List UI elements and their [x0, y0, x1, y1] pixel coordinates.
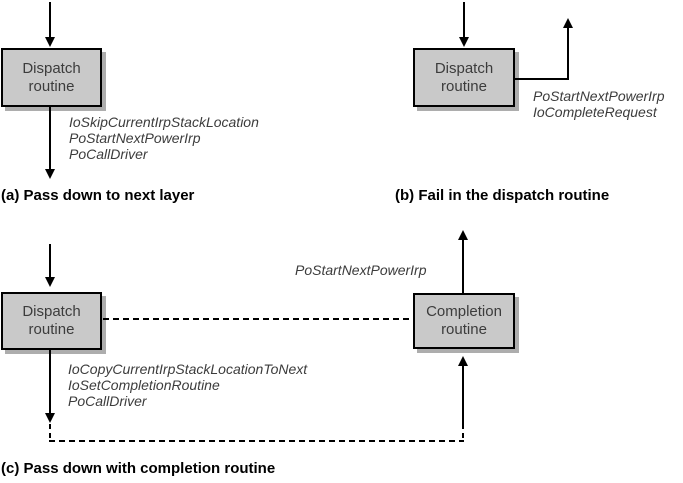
panel-c-into-completion-arrowhead-icon [458, 356, 468, 366]
code-line: IoCompleteRequest [533, 104, 657, 120]
panel-c-completion-routine-box: Completion routine [413, 293, 515, 349]
panel-b-caption: (b) Fail in the dispatch routine [395, 187, 610, 204]
panel-a-dispatch-routine-label: Dispatch routine [22, 60, 80, 96]
panel-c-into-completion-arrow-line [462, 366, 464, 425]
box-label-line: routine [441, 77, 487, 95]
code-line: PoCallDriver [69, 146, 148, 162]
box-label-line: Dispatch [22, 59, 81, 77]
panel-c-outgoing-arrowhead-icon [45, 413, 55, 423]
code-line: IoSetCompletionRoutine [68, 377, 220, 393]
code-line: PoCallDriver [68, 393, 147, 409]
panel-b-dispatch-routine-label: Dispatch routine [435, 60, 493, 96]
panel-c-dashed-return-path-left-stub [49, 424, 51, 440]
panel-c-dispatch-routine-label: Dispatch routine [22, 303, 80, 339]
panel-a-call-list: IoSkipCurrentIrpStackLocation PoStartNex… [69, 114, 259, 162]
panel-b-return-arrowhead-icon [563, 18, 573, 28]
panel-c-return-call-label: PoStartNextPowerIrp [295, 262, 427, 278]
box-label-line: Completion [426, 303, 502, 320]
panel-c-caption: (c) Pass down with completion routine [1, 460, 276, 477]
panel-c-completion-routine-label: Completion routine [426, 303, 502, 339]
box-label-line: routine [441, 321, 487, 338]
panel-c-incoming-arrow-line [49, 244, 51, 277]
code-line: PoStartNextPowerIrp [69, 130, 201, 146]
panel-b-incoming-arrow-line [463, 2, 465, 37]
panel-b-return-arrow-vertical-line [567, 28, 569, 80]
panel-a-dispatch-routine-box: Dispatch routine [1, 48, 102, 107]
panel-c-incoming-arrowhead-icon [45, 277, 55, 287]
panel-c-call-list: IoCopyCurrentIrpStackLocationToNext IoSe… [68, 361, 307, 409]
panel-a-caption: (a) Pass down to next layer [1, 187, 195, 204]
panel-b-dispatch-routine-box: Dispatch routine [413, 48, 515, 107]
panel-b-return-arrow-horizontal-line [515, 78, 569, 80]
panel-c-dispatch-to-completion-dashed-link [103, 318, 413, 320]
panel-b-incoming-arrowhead-icon [459, 37, 469, 47]
panel-c-dashed-return-path-right-stub [462, 424, 464, 440]
panel-b-call-list: PoStartNextPowerIrp IoCompleteRequest [533, 88, 665, 120]
panel-a-incoming-arrow-line [49, 2, 51, 37]
panel-c-completion-up-arrowhead-icon [458, 230, 468, 240]
panel-c-outgoing-arrow-line [49, 350, 51, 413]
panel-c-dashed-return-path-bottom [49, 440, 464, 442]
panel-a-incoming-arrowhead-icon [45, 37, 55, 47]
panel-a-outgoing-arrow-line [49, 107, 51, 169]
box-label-line: Dispatch [22, 303, 81, 320]
code-line: IoCopyCurrentIrpStackLocationToNext [68, 361, 308, 377]
code-line: PoStartNextPowerIrp [533, 88, 665, 104]
box-label-line: routine [28, 321, 75, 338]
panel-c-completion-up-arrow-line [462, 240, 464, 293]
panel-c-dispatch-routine-box: Dispatch routine [1, 292, 102, 350]
panel-a-outgoing-arrowhead-icon [45, 169, 55, 179]
code-line: IoSkipCurrentIrpStackLocation [69, 114, 259, 130]
box-label-line: routine [28, 77, 75, 95]
box-label-line: Dispatch [434, 59, 494, 77]
